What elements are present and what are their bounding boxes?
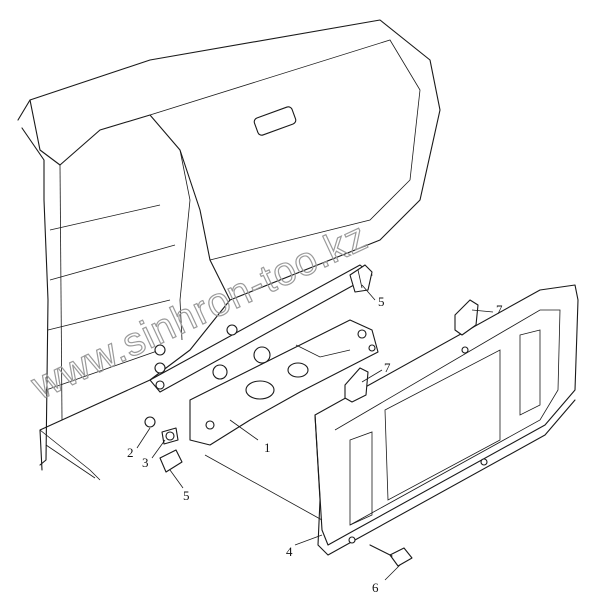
callout-labels: 1 2 3 4 5 5 6 7 7 <box>127 294 503 595</box>
clip-top <box>349 264 373 293</box>
bolt <box>369 544 413 567</box>
callout-6: 6 <box>372 580 379 595</box>
callout-3: 3 <box>142 455 149 470</box>
callout-5b: 5 <box>183 488 190 503</box>
fasteners <box>144 416 183 473</box>
callout-4: 4 <box>286 544 293 559</box>
callout-7b: 7 <box>384 360 391 375</box>
hinge-plate <box>189 319 379 446</box>
callout-5a: 5 <box>378 294 385 309</box>
callout-1: 1 <box>264 440 271 455</box>
leader-lines <box>136 284 494 581</box>
callout-7a: 7 <box>496 302 503 317</box>
tailgate-panel <box>314 284 579 556</box>
callout-2: 2 <box>127 445 134 460</box>
body-rail <box>149 264 373 393</box>
latch-parts <box>344 299 479 403</box>
